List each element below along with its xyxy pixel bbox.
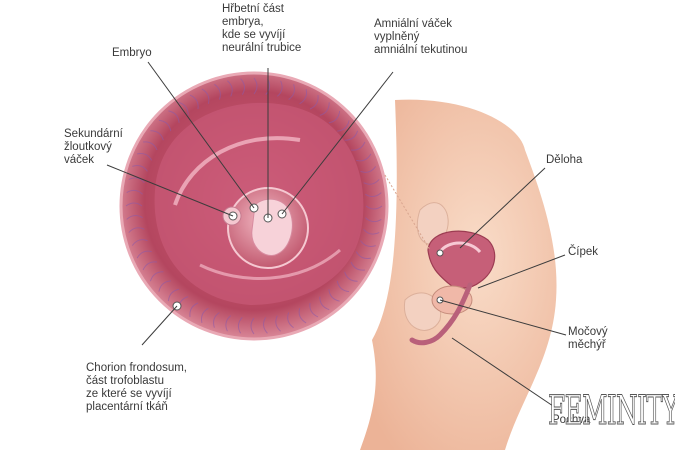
label-amniotic-sac: Amniální váček vyplněný amniální tekutin…	[374, 18, 468, 56]
villus-stroke	[136, 250, 152, 259]
vagina-shape	[409, 282, 473, 346]
villus-stroke	[360, 240, 376, 247]
villus-stroke	[240, 78, 245, 95]
leader-yolk-sac	[106, 164, 234, 217]
villus-stroke	[136, 153, 153, 161]
membrane-fold-2	[199, 248, 341, 280]
label-vagina: Pochva	[552, 414, 591, 426]
leader-lines	[106, 61, 567, 409]
villus-stroke	[288, 84, 295, 100]
label-chorion: Chorion frondosum, část trofoblastu ze k…	[86, 362, 187, 413]
label-uterus: Děloha	[546, 154, 583, 166]
watermark-logo: FEMINITY	[548, 388, 675, 435]
villus-stroke	[237, 317, 243, 334]
villus-stroke	[298, 308, 307, 324]
villus-stroke	[158, 280, 171, 292]
leader-cervix	[477, 254, 566, 289]
villus-stroke	[201, 88, 210, 104]
label-yolk-sac: Sekundární žloutkový váček	[64, 128, 123, 166]
villus-stroke	[125, 202, 143, 207]
villus-stroke	[337, 120, 350, 132]
villus-stroke	[319, 296, 330, 311]
villus-stroke	[158, 119, 172, 132]
villus-stroke	[344, 271, 358, 282]
villus-stroke	[142, 261, 158, 271]
villus-stroke	[365, 217, 382, 223]
villus-stroke	[128, 177, 145, 184]
villus-stroke	[143, 141, 158, 151]
villus-stroke	[360, 166, 377, 173]
villus-stroke	[168, 110, 180, 123]
uterus-cavity	[438, 241, 482, 254]
leader-uterus	[459, 167, 546, 249]
villus-stroke	[309, 95, 319, 110]
villus-stroke	[126, 215, 143, 220]
leader-bladder	[439, 299, 567, 336]
villus-stroke	[214, 83, 221, 100]
leader-embryo	[147, 61, 255, 209]
villus-stroke	[355, 251, 372, 259]
villus-stroke	[250, 317, 255, 335]
villus-stroke	[276, 80, 283, 97]
villus-stroke	[150, 130, 164, 141]
leader-chorion	[141, 305, 178, 346]
villus-stroke	[365, 192, 382, 197]
villus-stroke	[275, 315, 281, 332]
villus-stroke	[149, 271, 164, 282]
uterus-dot	[436, 249, 444, 257]
villus-stroke	[328, 289, 340, 302]
label-embryo: Embryo	[112, 47, 152, 59]
villus-stroke	[128, 227, 145, 233]
villus-stroke	[365, 205, 383, 210]
label-cervix: Čípek	[568, 246, 599, 258]
villus-stroke	[287, 312, 294, 329]
villus-stroke	[350, 261, 365, 271]
villus-stroke	[131, 239, 148, 246]
villus-stroke	[189, 94, 199, 110]
villus-stroke	[167, 288, 180, 302]
villus-stroke	[201, 307, 209, 324]
label-bladder: Močový měchýř	[568, 326, 608, 351]
villus-stroke	[309, 302, 319, 318]
villus-stroke	[328, 110, 341, 124]
chorionic-villi	[125, 77, 383, 335]
villus-stroke	[336, 280, 350, 293]
villus-stroke	[299, 88, 307, 105]
villus-stroke	[189, 302, 199, 317]
villus-stroke	[344, 130, 359, 141]
villus-stroke	[126, 189, 143, 195]
villus-stroke	[178, 101, 189, 116]
leader-vagina	[451, 337, 557, 409]
villus-stroke	[319, 102, 330, 116]
villus-stroke	[350, 141, 366, 151]
zoom-connector	[384, 174, 431, 251]
label-dorsal: Hřbetní část embrya, kde se vyvíjí neurá…	[222, 3, 302, 54]
leader-amniotic	[281, 71, 394, 215]
villus-stroke	[225, 315, 232, 332]
villus-stroke	[363, 179, 380, 185]
villus-stroke	[363, 228, 380, 235]
villus-stroke	[132, 165, 148, 172]
villus-stroke	[227, 80, 233, 97]
villus-stroke	[263, 317, 268, 334]
villus-stroke	[253, 77, 258, 95]
villus-stroke	[356, 153, 372, 162]
villus-stroke	[213, 312, 220, 328]
membrane-fold	[173, 136, 301, 206]
